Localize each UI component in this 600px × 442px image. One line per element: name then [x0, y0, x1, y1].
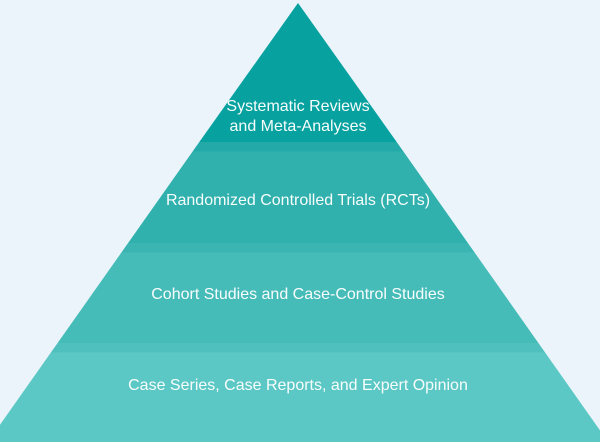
- pyramid-tier-2-shape: [128, 151, 468, 243]
- pyramid-tier-4-shape: [0, 352, 600, 442]
- pyramid-tier-3-edge: [121, 243, 475, 253]
- pyramid-tier-3-shape: [57, 252, 539, 343]
- pyramid-tier-2-edge: [192, 142, 404, 152]
- pyramid-tier-4-edge: [50, 343, 546, 353]
- pyramid-tier-1-shape: [199, 3, 397, 142]
